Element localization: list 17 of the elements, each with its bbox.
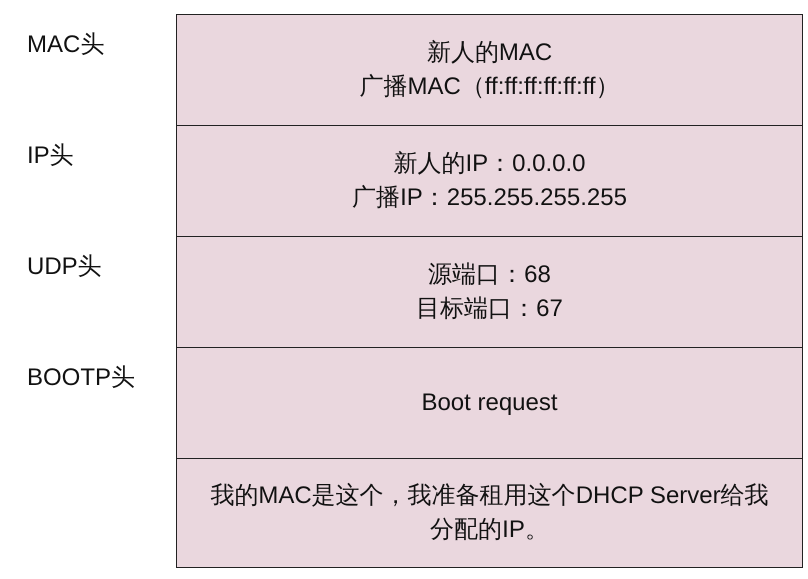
header-field-box <box>176 458 803 568</box>
header-field-box <box>176 14 803 126</box>
field-text: 广播MAC（ff:ff:ff:ff:ff:ff） <box>359 72 620 102</box>
field-text: 新人的IP：0.0.0.0 <box>393 149 586 180</box>
row-label: IP头 <box>27 140 74 170</box>
field-text: 目标端口：67 <box>416 294 563 324</box>
field-text: 源端口：68 <box>428 260 551 290</box>
field-text: 我的MAC是这个，我准备租用这个DHCP Server给我分配的IP。 <box>209 481 770 545</box>
field-text: Boot request <box>421 388 558 418</box>
row-label: BOOTP头 <box>27 362 136 392</box>
field-text: 新人的MAC <box>426 38 552 68</box>
header-field-box <box>176 347 803 460</box>
row-label: MAC头 <box>27 30 104 60</box>
field-text: 广播IP：255.255.255.255 <box>352 183 627 214</box>
row-label: UDP头 <box>27 252 102 282</box>
header-field-box <box>176 236 803 348</box>
header-field-box <box>176 125 803 238</box>
